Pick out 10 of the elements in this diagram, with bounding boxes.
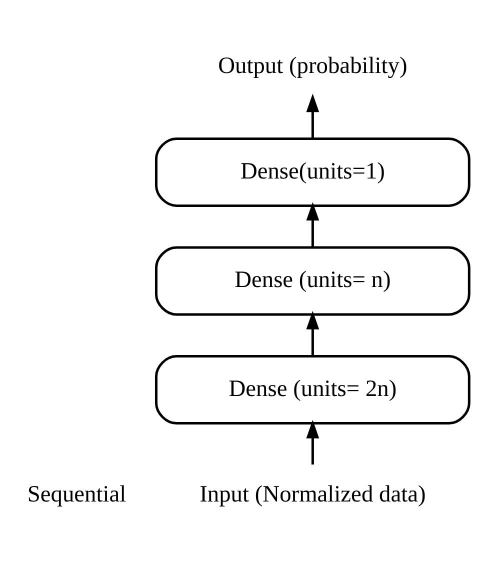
arrow — [306, 202, 320, 248]
label: Sequential — [27, 481, 126, 508]
arrow — [306, 310, 320, 356]
node-text: Input (Normalized data) — [200, 481, 426, 508]
node-box: Dense (units= n) — [154, 246, 470, 316]
node-text: Output (probability) — [218, 53, 408, 80]
arrow — [306, 94, 320, 138]
arrow — [306, 420, 320, 465]
node-box: Dense (units= 2n) — [154, 355, 470, 424]
node-box: Dense(units=1) — [154, 138, 470, 207]
